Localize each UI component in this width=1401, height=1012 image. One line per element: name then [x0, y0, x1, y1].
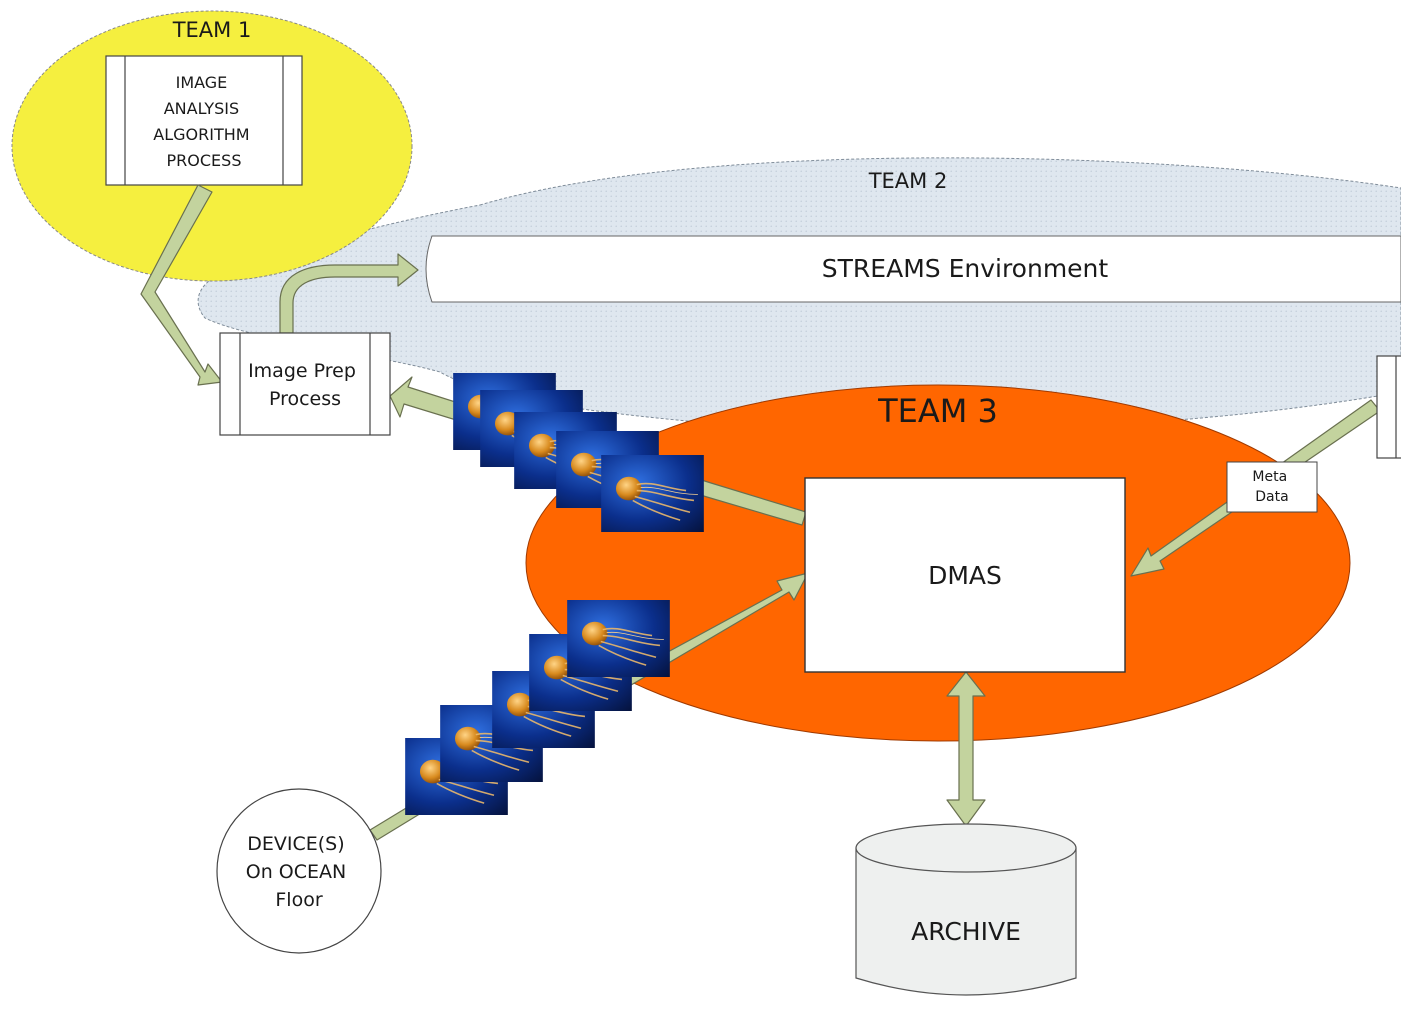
device-node: DEVICE(S) On OCEAN Floor [216, 788, 382, 954]
dmas-label: DMAS [928, 561, 1002, 590]
process-line-4: PROCESS [167, 151, 242, 170]
arrow-prep-to-streams [279, 253, 419, 334]
streams-environment-label: STREAMS Environment [822, 254, 1109, 283]
process-line-3: ALGORITHM [153, 125, 249, 144]
svg-text:Meta Data: Meta Data [1252, 469, 1291, 505]
team2-label: TEAM 2 [868, 169, 948, 193]
image-stack-incoming [405, 600, 670, 815]
team2-zone: TEAM 2 STREAMS Environment [197, 157, 1401, 432]
device-circle [216, 788, 382, 954]
offscreen-process-box [1376, 355, 1401, 459]
streams-environment-box [425, 235, 1401, 303]
dmas-box: DMAS [804, 477, 1126, 673]
svg-text:DEVICE(S) On OCEAN: DEVICE(S) On OCEAN Floor [246, 833, 353, 911]
image-analysis-algorithm-process-box: IMAGE ANALYSIS ALGORITHM PROCESS [105, 55, 303, 186]
process-line-2: ANALYSIS [164, 99, 239, 118]
team1-label: TEAM 1 [172, 18, 252, 42]
jellyfish-image-icon [567, 600, 670, 677]
device-line-3: Floor [275, 889, 322, 911]
team1-zone: TEAM 1 IMAGE ANALYSIS ALGORITHM PROCESS [11, 10, 413, 282]
process-line-1: IMAGE [176, 73, 228, 92]
image-prep-process-box: Image Prep Process [219, 332, 391, 436]
svg-text:IMAGE ANALYSIS: IMAGE ANALYSIS ALGORITHM PROCESS [153, 73, 254, 170]
team3-label: TEAM 3 [877, 392, 998, 430]
device-line-1: DEVICE(S) [247, 833, 344, 855]
metadata-line-1: Meta [1252, 469, 1287, 485]
metadata-line-2: Data [1255, 489, 1288, 505]
metadata-box: Meta Data [1226, 461, 1318, 513]
arrow-dmas-archive [946, 671, 986, 827]
arrow-analysis-to-prep [140, 184, 223, 386]
archive-label: ARCHIVE [911, 917, 1021, 946]
image-prep-line-1: Image Prep [248, 360, 356, 382]
archive-cylinder: ARCHIVE [855, 823, 1077, 996]
svg-text:Image Prep Process: Image Prep Process [248, 360, 362, 410]
jellyfish-image-icon [601, 455, 704, 532]
device-line-2: On OCEAN [246, 861, 346, 883]
image-prep-line-2: Process [269, 388, 341, 410]
